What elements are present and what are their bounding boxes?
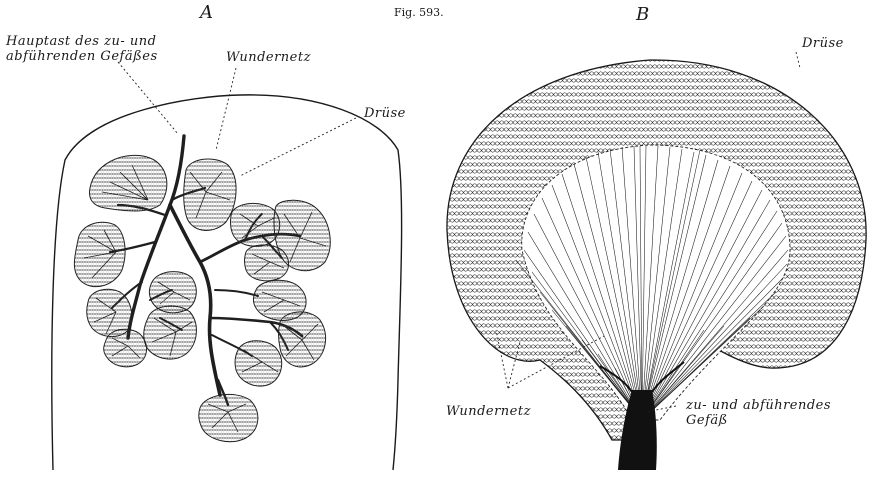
label-main-branch-line1: Hauptast des zu- und	[6, 34, 156, 50]
panel-a-drawing	[52, 62, 402, 470]
label-a-rete: Wundernetz	[226, 50, 311, 66]
lobule	[279, 312, 326, 367]
panel-a-gland-lobules	[74, 155, 330, 441]
label-b-gland: Drüse	[802, 36, 844, 52]
figure-number: Fig. 593.	[394, 6, 444, 19]
lobule	[184, 159, 236, 231]
label-b-vessel-line2: Gefäß	[686, 413, 728, 429]
lobule	[74, 222, 125, 286]
panel-b-letter: B	[636, 4, 649, 25]
lobule	[231, 203, 280, 246]
label-b-vessel-line1: zu- und abführendes	[686, 398, 831, 414]
lobule	[144, 306, 197, 359]
label-a-gland: Drüse	[364, 106, 406, 122]
lobule	[245, 245, 289, 281]
label-main-branch-line2: abführenden Gefäßes	[6, 49, 158, 65]
panel-a-leader-lines	[118, 62, 356, 176]
lobule	[104, 329, 147, 367]
panel-a-letter: A	[200, 2, 213, 23]
lobule	[199, 394, 258, 441]
label-b-rete: Wundernetz	[446, 404, 531, 420]
lobule	[90, 155, 167, 211]
lobule	[235, 341, 282, 386]
